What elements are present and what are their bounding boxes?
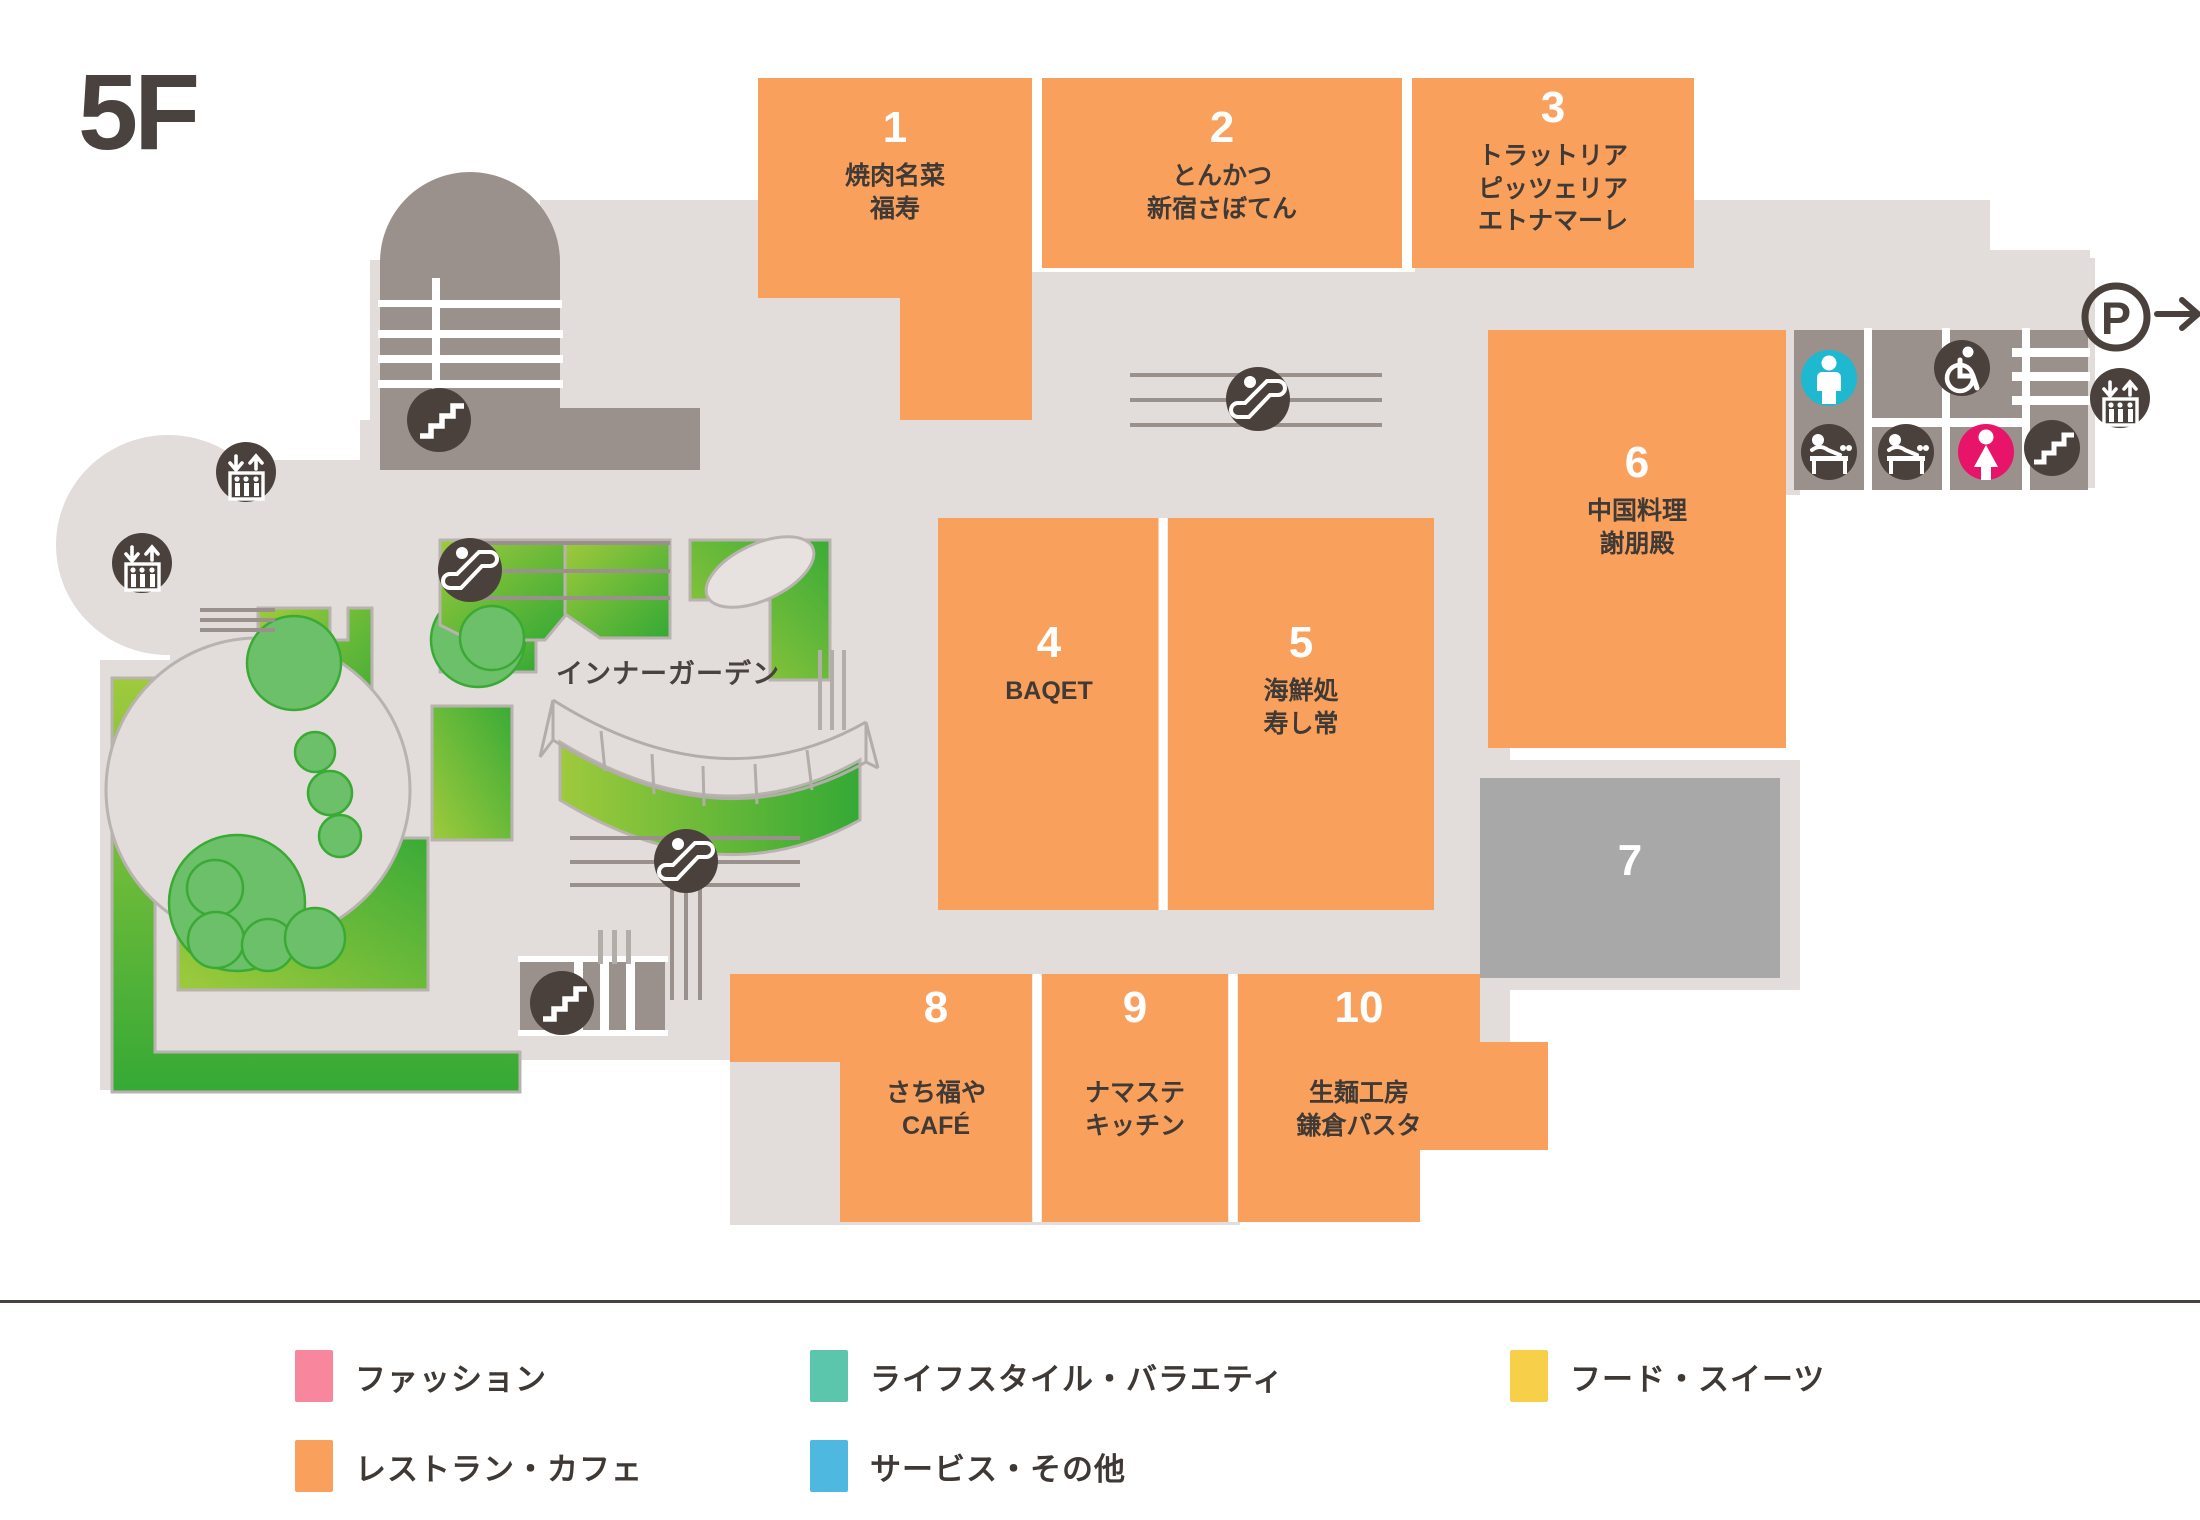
- restroom-cluster: [1794, 328, 2090, 492]
- shop-area-7: [1480, 778, 1780, 978]
- legend-item-fashion[interactable]: ファッション: [295, 1350, 547, 1402]
- legend-swatch-lifestyle: [810, 1350, 848, 1402]
- shop-dividers: [1032, 78, 1412, 1222]
- shop-area-5: [1168, 518, 1434, 910]
- stairs-icon-restroom-cluster: [2024, 420, 2080, 476]
- legend-item-food[interactable]: フード・スイーツ: [1510, 1350, 1825, 1402]
- elevator-icon-west-upper: [216, 442, 276, 502]
- floor-number-badge: 5F: [78, 51, 200, 172]
- shop-area-6: [1488, 330, 1786, 748]
- elevator-icon-east: [2090, 368, 2150, 428]
- stairs-icon-northwest: [407, 388, 471, 452]
- legend-item-lifestyle[interactable]: ライフスタイル・バラエティ: [810, 1350, 1284, 1402]
- shop-area-9: [1042, 974, 1228, 1222]
- shop-area-1: [758, 78, 1032, 420]
- legend-item-restaurant[interactable]: レストラン・カフェ: [295, 1440, 643, 1492]
- legend-label-lifestyle: ライフスタイル・バラエティ: [870, 1361, 1285, 1397]
- elevator-rails-west: [200, 608, 275, 632]
- inner-garden-area: [438, 535, 880, 856]
- legend-label-service: サービス・その他: [870, 1451, 1126, 1487]
- escalator-icon-center-south: [654, 829, 718, 893]
- restroom-female-icon: [1958, 424, 2014, 480]
- legend-label-fashion: ファッション: [355, 1361, 547, 1397]
- floor-map-canvas: P: [56, 78, 2200, 1225]
- legend-divider: [0, 1300, 2200, 1303]
- legend-label-restaurant: レストラン・カフェ: [355, 1451, 643, 1487]
- escalator-icon-center-north: [1226, 367, 1290, 431]
- legend-swatch-service: [810, 1440, 848, 1492]
- shop-area-10: [1238, 974, 1548, 1222]
- shop-area-4: [938, 518, 1160, 910]
- shop-area-8: [730, 974, 1032, 1222]
- inner-garden-label: インナーガーデン: [556, 659, 780, 689]
- escalator-icon-inner-garden: [438, 538, 502, 602]
- baby-changing-icon-1: [1801, 424, 1857, 480]
- legend-item-service[interactable]: サービス・その他: [810, 1440, 1126, 1492]
- svg-text:P: P: [2101, 293, 2131, 344]
- legend-swatch-food: [1510, 1350, 1548, 1402]
- elevator-icon-west-lower: [112, 533, 172, 593]
- stairs-icon-southwest: [530, 971, 594, 1035]
- legend-swatch-restaurant: [295, 1440, 333, 1492]
- direction-arrow-icon: [2154, 297, 2200, 331]
- legend-swatch-fashion: [295, 1350, 333, 1402]
- restroom-male-icon: [1801, 350, 1857, 406]
- legend: ファッション ライフスタイル・バラエティ フード・スイーツ レストラン・カフェ …: [0, 1320, 2200, 1520]
- restroom-accessible-icon: [1934, 340, 1990, 396]
- baby-changing-icon-2: [1878, 424, 1934, 480]
- shop-area-3: [1412, 78, 1694, 268]
- legend-label-food: フード・スイーツ: [1570, 1361, 1826, 1397]
- shop-area-2: [1042, 78, 1402, 268]
- parking-icon: P: [2081, 282, 2151, 352]
